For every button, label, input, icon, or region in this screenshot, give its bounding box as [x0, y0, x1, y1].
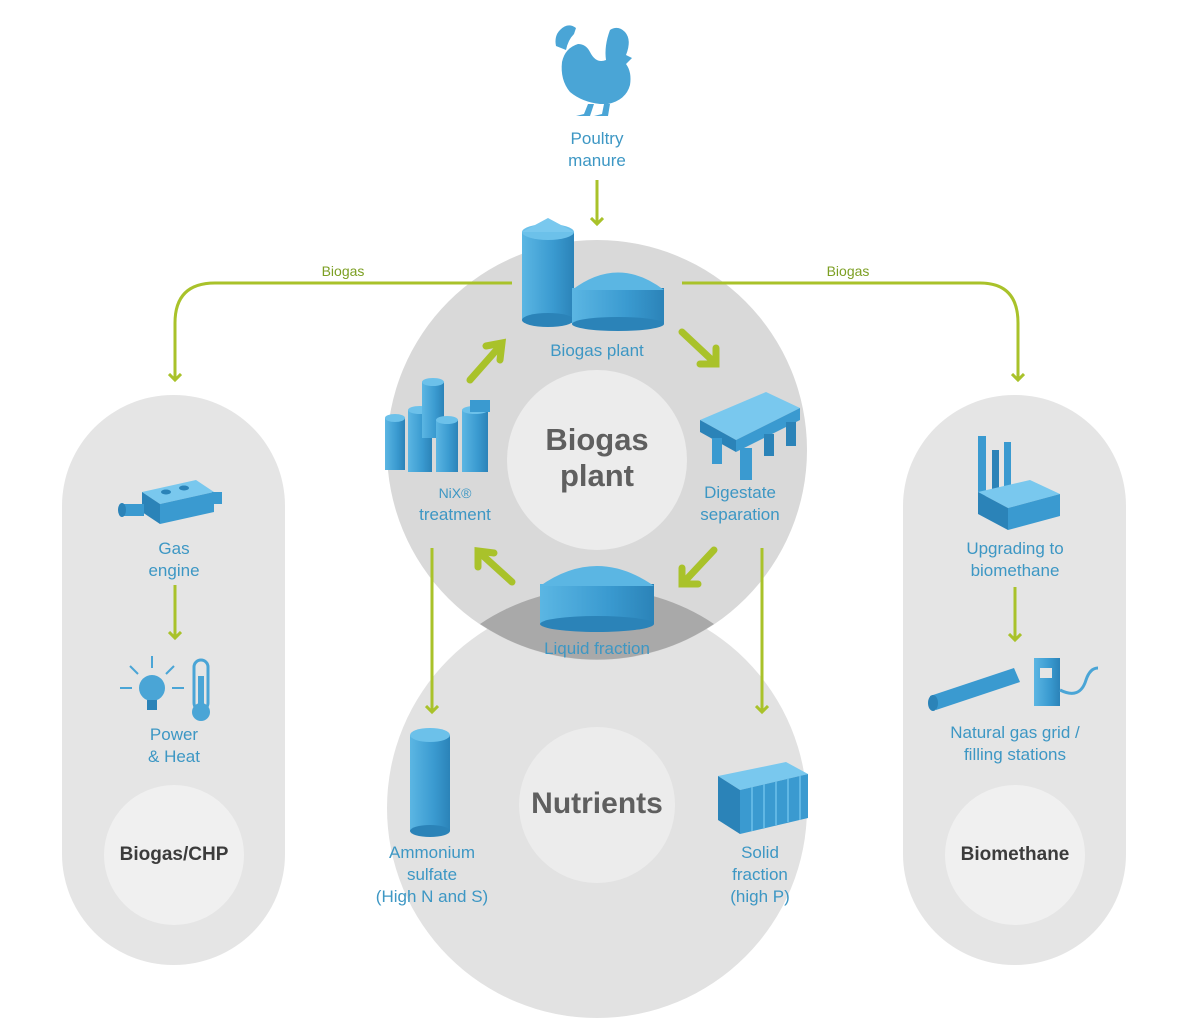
nutrients-inner-circle — [519, 727, 675, 883]
biogas-left-edge-label: Biogas — [321, 263, 365, 279]
liquid-fraction-label: Liquid fraction — [544, 639, 650, 658]
cycle-arrow-separation-to-liquid — [680, 546, 718, 586]
biomethane-circle — [945, 785, 1085, 925]
arrow-biogas-left — [175, 281, 512, 380]
natural-gas-grid-label: Natural gas grid /filling stations — [950, 723, 1080, 764]
upgrading-icon — [978, 436, 1060, 530]
biomethane-title: Biomethane — [960, 844, 1070, 865]
cycle-arrow-plant-to-separation — [678, 328, 718, 366]
biogas-right-edge-label: Biogas — [826, 263, 870, 279]
cycle-arrow-liquid-to-nix — [476, 549, 516, 586]
nix-treatment-icon — [385, 378, 490, 472]
biogas-plant-inner-circle — [507, 370, 687, 550]
arrow-biogas-right — [682, 281, 1018, 380]
power-heat-label: Power& Heat — [148, 725, 200, 766]
ammonium-sulfate-icon — [410, 728, 450, 837]
biogas-chp-circle — [104, 785, 244, 925]
cycle-arrowhead-nix-to-plant — [482, 338, 507, 364]
biogas-plant-icon-label: Biogas plant — [550, 341, 644, 360]
biogas-chp-title: Biogas/CHP — [119, 844, 229, 865]
cycle-arrow-nix-to-plant — [466, 342, 504, 384]
nutrients-title: Nutrients — [531, 787, 663, 820]
cycle-arrowhead-plant-to-separation — [696, 344, 720, 368]
nix-treatment-label: NiX®treatment — [419, 485, 491, 524]
cycle-arrowhead-separation-to-liquid — [678, 564, 702, 588]
solid-fraction-icon — [718, 762, 808, 834]
gas-engine-icon — [118, 480, 222, 524]
chicken-icon — [555, 25, 632, 116]
digestate-separation-icon — [700, 392, 800, 480]
biogas-plant-icon — [522, 218, 664, 331]
power-heat-icon — [120, 656, 210, 721]
natural-gas-grid-icon — [928, 658, 1099, 711]
liquid-fraction-icon — [540, 566, 654, 632]
cycle-arrowhead-liquid-to-nix — [474, 547, 498, 571]
